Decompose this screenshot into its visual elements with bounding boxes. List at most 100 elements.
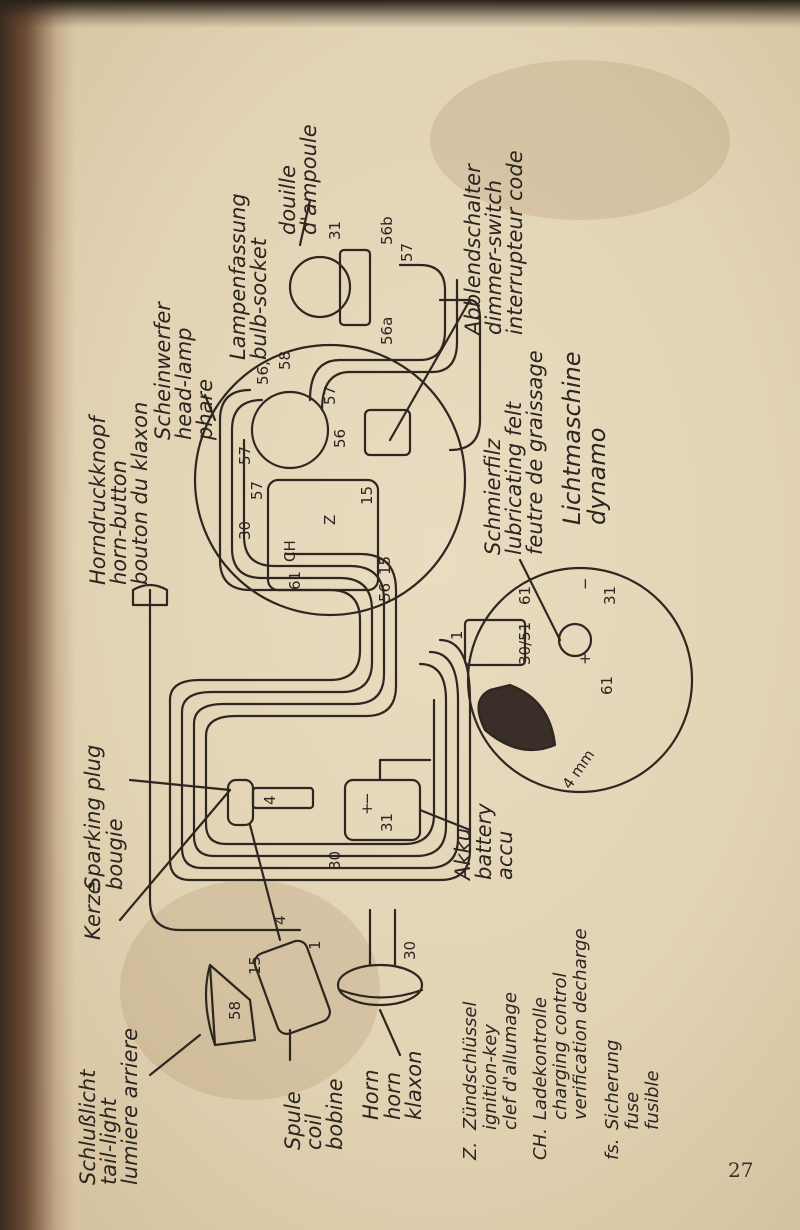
horn-label-fr: klaxon [402,1051,426,1120]
terminal-dynamo-plus: + [576,652,594,665]
terminal-head-57b: 57 [236,446,254,465]
terminal-switch-30: 30 [236,521,254,540]
sparking-plug-label-en: Sparking plug [81,745,105,890]
terminal-dynamo-1: 1 [448,630,466,640]
dimension-4mm: 4 mm [559,746,599,792]
dynamo-label-en: dynamo [583,428,611,525]
bulb-socket-ring [288,255,352,319]
terminal-bulb-56b: 56b [378,216,396,245]
terminal-dynamo-minus: − [576,577,594,590]
terminal-tail-58: 58 [226,1001,244,1020]
terminal-plug-4: 4 [261,795,279,805]
legend-ch-line1: Ladekontrolle [530,997,551,1120]
terminal-battery-30: 30 [326,851,344,870]
dynamo-regulator [557,622,593,658]
legend-fs-line3: fusible [642,1070,663,1130]
douille-label-2: d'ampoule [297,124,321,235]
dimmer-switch-label-fr: interrupteur code [503,150,527,335]
top-edge-shadow [0,0,800,28]
legend-z-key: Z. [460,1142,481,1161]
horn-button-label-de: Horndruckknopf [86,413,110,585]
terminal-switch-61: 61 [286,571,304,590]
terminal-switch-z: Z [321,515,339,525]
head-lamp-label-en: head-lamp [172,328,196,441]
legend-z-line3: clef d'allumage [500,992,521,1130]
terminal-head-56: 56, [254,361,272,385]
dimmer-switch-block [363,408,412,457]
terminal-dynamo-61b: 61 [598,676,616,695]
tail-light-label-fr: lumiere arriere [118,1028,142,1185]
legend-fs-line1: Sicherung [602,1040,623,1130]
horn-button-label-en: horn-button [107,460,131,585]
coil-label-en: coil [302,1114,326,1150]
headlamp-connector [250,390,330,470]
terminal-bulb-31: 31 [326,221,344,240]
plug-cap [226,778,255,827]
sparking-plug-label-fr: bougie [103,818,127,890]
terminal-battery-plus: + [358,802,376,815]
felt-label-fr: feutre de graissage [523,350,547,555]
battery-label-en: battery [472,803,496,880]
terminal-coil-15: 15 [246,956,264,975]
headlamp-housing [193,343,467,617]
dynamo-label-de: Lichtmaschine [558,352,586,526]
ignition-switch-block [266,478,380,592]
douille-label-1: douille [276,165,300,235]
horn-label-de: Horn [359,1069,383,1120]
tail-light-label-en: tail-light [97,1097,121,1185]
battery-label-de: Akku [451,828,475,882]
terminal-bulb-56a: 56a [378,317,396,345]
legend-fs-key: fs. [602,1139,623,1160]
legend-z-line1: Zündschlüssel [460,1002,481,1132]
terminal-switch-56: 56 [376,583,394,602]
terminal-head-57a: 57 [321,386,339,405]
dimmer-switch-label-de: Abblendschalter [461,163,485,337]
wire-harness [148,263,482,932]
dynamo-terminal-block [463,618,527,667]
dimmer-switch-label-en: dimmer-switch [482,180,506,335]
head-lamp-label-de: Scheinwerfer [151,301,175,440]
bulb-socket-label-de: Lampenfassung [226,193,250,360]
felt-label-de: Schmierfilz [481,438,505,555]
legend-ch-line2: charging control [550,972,571,1120]
terminal-dynamo-61: 61 [516,586,534,605]
head-lamp-label-fr: phare [193,379,217,441]
legend-z-line2: ignition-key [480,1024,501,1130]
legend-fs-line2: fuse [622,1092,643,1130]
horn-button-label-fr: bouton du klaxon [128,402,152,585]
horn-label-en: horn [381,1072,405,1120]
terminal-coil-1: 1 [306,940,324,950]
spark-plug-body [251,786,315,810]
kerze-label: Kerze [81,881,105,940]
terminal-switch-ch: CH [281,540,299,562]
coil-label-fr: bobine [323,1078,347,1150]
terminal-switch-15: 15 [358,486,376,505]
battery-label-fr: accu [493,831,517,880]
bulb-socket-label-en: bulb-socket [247,237,271,360]
terminal-switch-57: 57 [248,481,266,500]
coil-body [253,939,331,1035]
lubricating-felt-pad [477,683,557,752]
horn-body [336,963,424,1007]
terminal-dynamo-31: 31 [601,586,619,605]
tail-light-lens [208,963,257,1047]
terminal-coil-4: 4 [271,915,289,925]
terminal-head-56b: 56 [331,429,349,448]
terminal-head-58: 58 [276,351,294,370]
tail-light-label-de: Schlußlicht [76,1069,100,1185]
bulb-terminal-block [338,248,372,327]
felt-label-en: lubricating felt [502,401,526,555]
legend-ch-line3: verification decharge [570,928,591,1120]
terminal-battery-31: 31 [378,813,396,832]
page-number: 27 [728,1158,754,1182]
terminal-battery-minus: − [358,792,376,805]
binding-shadow [0,0,75,1230]
terminal-dynamo-3051: 30/51 [516,622,534,665]
horn-button-shape [131,583,169,607]
paper-stain [430,60,730,220]
terminal-bulb-57: 57 [398,243,416,262]
coil-label-de: Spule [281,1091,305,1150]
terminal-horn-30: 30 [401,941,419,960]
